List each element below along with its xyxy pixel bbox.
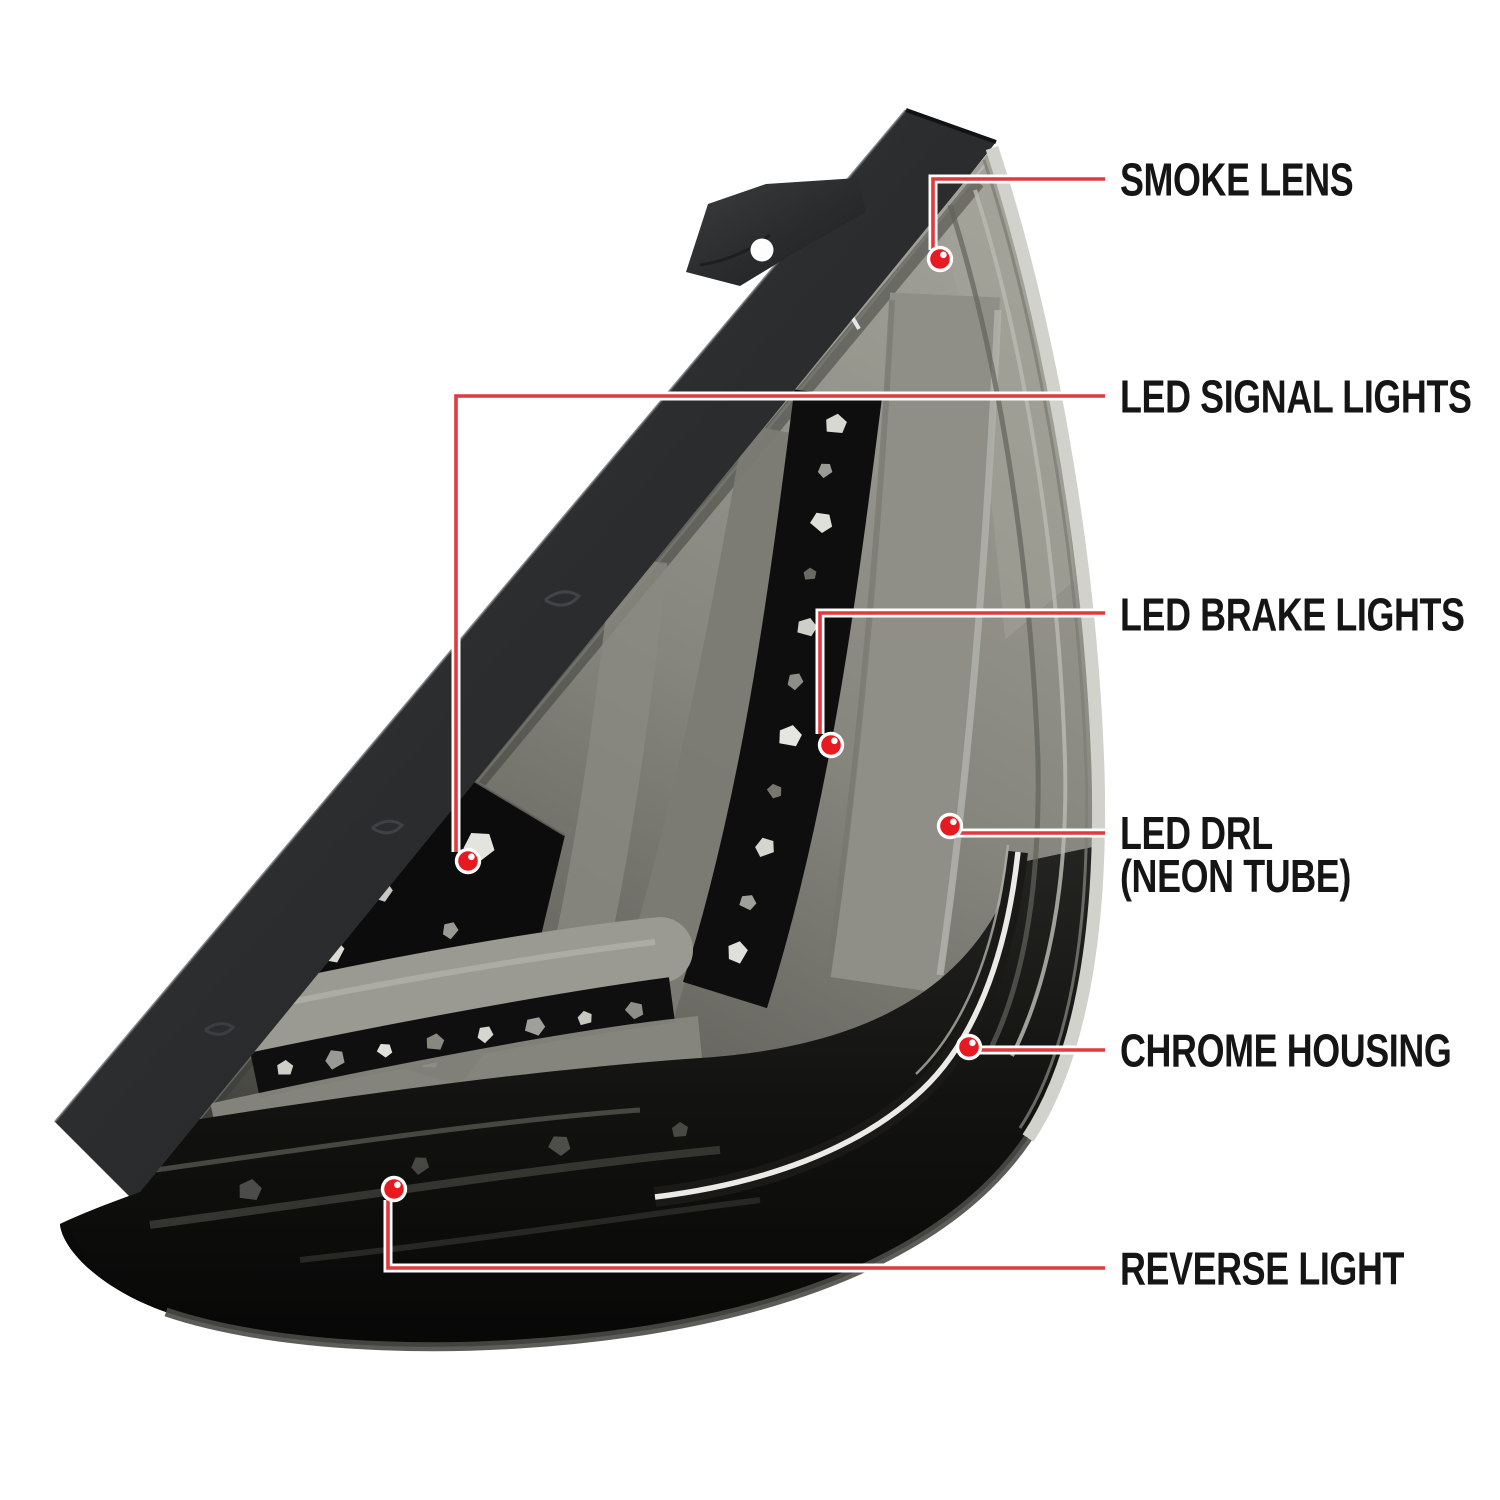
black-housing-band [54, 108, 997, 1215]
chrome-housing-arc [653, 844, 1028, 1207]
leader-led-brake-lights [815, 608, 1105, 734]
callout-label-text: LED BRAKE LIGHTS [1120, 588, 1465, 641]
lower-led-strip [250, 977, 676, 1098]
callout-label-text-line2: (NEON TUBE) [1120, 850, 1351, 902]
leader-led-signal-lights [451, 391, 1105, 852]
outer-rim-bottom [164, 1135, 1032, 1352]
callout-label-text: SMOKE LENS [1120, 153, 1354, 206]
callout-label-text: LED SIGNAL LIGHTS [1120, 370, 1472, 423]
callout-label-smoke-lens: SMOKE LENS [1120, 157, 1354, 203]
callout-label-led-brake-lights: LED BRAKE LIGHTS [1120, 592, 1465, 638]
callout-label-text: LED DRL [1120, 807, 1273, 859]
leader-smoke-lens [928, 174, 1105, 250]
callout-dot-reverse-light [380, 1175, 408, 1203]
leader-reverse-light [383, 1200, 1105, 1273]
mounting-hole [750, 238, 774, 262]
callout-dot-led-drl [936, 812, 964, 840]
outer-rim-right [985, 145, 1106, 1142]
callout-label-text: CHROME HOUSING [1120, 1024, 1452, 1077]
callout-dot-led-signal-lights [454, 847, 482, 875]
mounting-tab [686, 178, 866, 286]
callout-leaders [380, 174, 1105, 1273]
callout-label-chrome-housing: CHROME HOUSING [1120, 1028, 1452, 1074]
callout-label-led-signal-lights: LED SIGNAL LIGHTS [1120, 374, 1472, 420]
callout-dot-smoke-lens [926, 245, 954, 273]
callout-dot-led-brake-lights [817, 731, 845, 759]
callout-dot-chrome-housing [955, 1033, 983, 1061]
callout-label-led-drl: LED DRL (NEON TUBE) [1120, 807, 1351, 902]
brake-lens-dark-strip [683, 389, 882, 1009]
callout-label-text: REVERSE LIGHT [1120, 1242, 1405, 1295]
callout-label-reverse-light: REVERSE LIGHT [1120, 1246, 1404, 1292]
lens-body [60, 145, 1106, 1352]
